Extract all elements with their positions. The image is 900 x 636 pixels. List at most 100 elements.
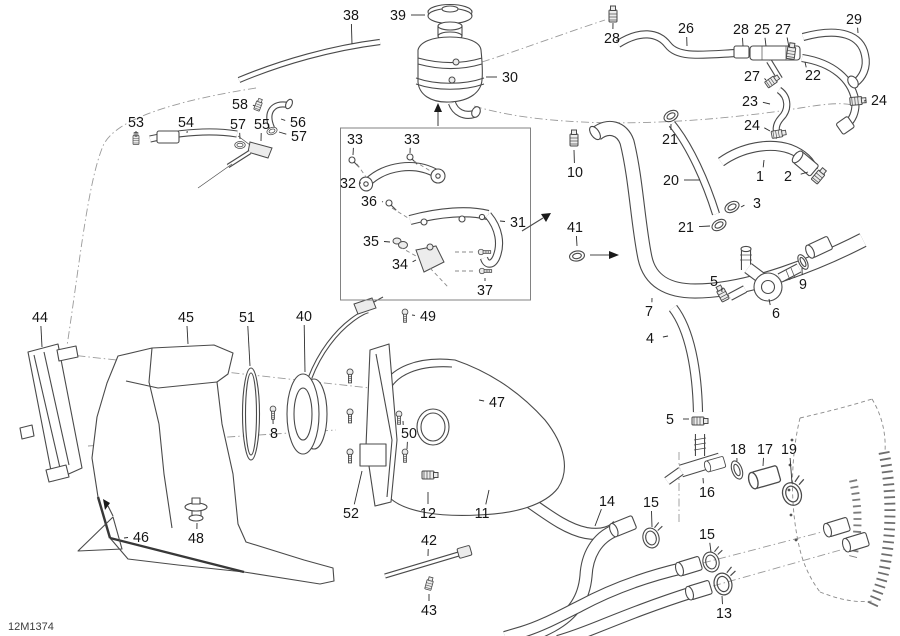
vent-fittings [132, 97, 279, 189]
part-number-label: 55 [254, 117, 270, 133]
part-number-label: 35 [363, 234, 379, 250]
part-number-label: 32 [340, 176, 356, 192]
part-number-label: 38 [343, 8, 359, 24]
part-number-label: 52 [343, 506, 359, 522]
part-number-label: 33 [347, 132, 363, 148]
part-number-label: 12 [420, 506, 436, 522]
part-number-label: 21 [678, 220, 694, 236]
part-number-label: 5 [666, 412, 674, 428]
leader-line [575, 235, 578, 247]
part-57-ring [234, 141, 246, 149]
part-45-shroud [91, 344, 335, 585]
part-29-hose [802, 29, 869, 86]
leader-line [353, 470, 363, 505]
leader-line [740, 204, 745, 208]
leader-line [768, 298, 771, 306]
part-28-fitting [733, 45, 750, 59]
leader-line [40, 325, 43, 348]
leader-line [280, 118, 286, 121]
part-35-nut [392, 237, 402, 245]
part-number-label: 29 [846, 12, 862, 28]
part-number-label: 13 [716, 606, 732, 622]
part-number-label: 3 [753, 196, 761, 212]
part-48-grommet [184, 497, 208, 522]
part-number-label: 23 [742, 94, 758, 110]
part-number-label: 46 [133, 530, 149, 546]
part-number-label: 34 [392, 257, 408, 273]
part-number-label: 24 [871, 93, 887, 109]
part-number-label: 56 [290, 115, 306, 131]
part-56-elbow [267, 102, 289, 129]
part-number-label: 28 [733, 22, 749, 38]
part-number-label: 36 [361, 194, 377, 210]
part-number-label: 19 [781, 442, 797, 458]
leader-line [721, 595, 723, 605]
part-31-bracket [408, 208, 489, 224]
leader-line [762, 457, 764, 467]
part-number-label: 57 [230, 117, 246, 133]
part-number-label: 11 [475, 506, 490, 522]
leader-line [709, 542, 712, 553]
part-number-label: 54 [178, 115, 194, 131]
fan-housing-assembly [359, 343, 565, 516]
part-44-radiator [27, 343, 83, 482]
part-number-label: 39 [390, 8, 406, 24]
part-number-label: 2 [784, 169, 792, 185]
part-number-label: 27 [744, 69, 760, 85]
part-number-label: 7 [645, 304, 653, 320]
part-number-label: 57 [291, 129, 307, 145]
part-number-label: 16 [699, 485, 715, 501]
tee-fitting-assembly [664, 434, 812, 509]
leader-line [278, 131, 287, 135]
part-number-label: 42 [421, 533, 437, 549]
part-number-label: 30 [502, 70, 518, 86]
part-number-label: 6 [772, 306, 780, 322]
leader-line [764, 78, 767, 81]
part-number-label: 53 [128, 115, 144, 131]
part-number-label: 28 [604, 31, 620, 47]
part-number-label: 20 [663, 173, 679, 189]
part-number-label: 25 [754, 22, 770, 38]
pointer-arrows [434, 103, 619, 259]
part-22-end [836, 116, 855, 135]
upper-fittings [568, 5, 867, 426]
part-38-tube [238, 40, 381, 82]
leader-line [485, 489, 490, 505]
part-26-hose [616, 31, 737, 58]
part-30-tank [417, 36, 483, 103]
part-42-strap [384, 551, 463, 578]
leader-line [186, 325, 189, 345]
part-12-clamp [421, 470, 439, 480]
leader-line [651, 510, 653, 528]
part-55-fitting [247, 141, 273, 159]
part-number-label: 47 [489, 395, 505, 411]
leader-line [764, 127, 771, 132]
part-10-clamp [569, 129, 579, 147]
coolant-tank-assembly [415, 3, 485, 119]
part-number-label: 5 [710, 274, 718, 290]
leader-line [698, 225, 711, 228]
part-number-label: 14 [599, 494, 615, 510]
leader-line [350, 23, 353, 45]
part-number-label: 50 [401, 426, 417, 442]
leader-line [662, 335, 669, 338]
leader-line [762, 159, 765, 168]
part-number-label: 21 [662, 132, 678, 148]
radiator-assembly [19, 296, 409, 585]
leader-line [594, 508, 602, 527]
part-number-label: 24 [744, 118, 760, 134]
part-number-label: 17 [757, 442, 773, 458]
part-4-hose [669, 305, 702, 413]
leader-line [383, 241, 391, 243]
part-number-label: 49 [420, 309, 436, 325]
part-54-fitting [156, 130, 180, 144]
part-42-strap-head [456, 545, 473, 559]
part-46-wedge [77, 516, 123, 552]
part-number-label: 43 [421, 603, 437, 619]
part-number-label: 33 [404, 132, 420, 148]
leader-line [247, 325, 251, 367]
leader-line [303, 324, 306, 373]
part-number-label: 10 [567, 165, 583, 181]
part-number-label: 41 [567, 220, 583, 236]
